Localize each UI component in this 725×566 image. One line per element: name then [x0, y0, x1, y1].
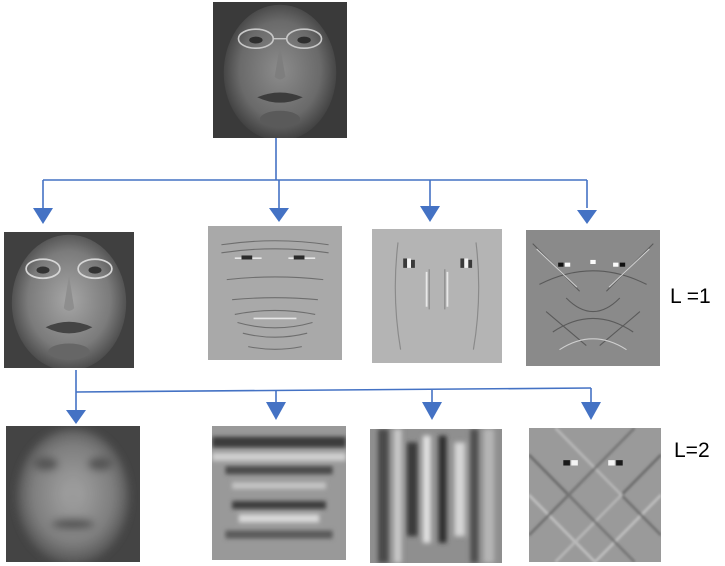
arrowhead-level2-vertical [422, 402, 442, 420]
arrowhead-level2-horizontal [266, 402, 286, 420]
arrowhead-level1-vertical [420, 206, 440, 222]
level2-diagonal-detail-image [529, 428, 661, 562]
level-label-2: L=2 [674, 439, 710, 462]
branch-bar-level2 [75, 387, 592, 393]
original-face-image [213, 2, 347, 138]
level1-diagonal-detail-image [526, 230, 660, 366]
arrowhead-level1-approximation [33, 208, 53, 224]
level1-approximation-image [4, 232, 134, 368]
arrowhead-level1-diagonal [577, 210, 597, 224]
arrowhead-level2-diagonal [581, 402, 601, 420]
level2-horizontal-detail-image [212, 426, 346, 560]
level2-vertical-detail-image [370, 429, 502, 563]
level2-approximation-image [6, 426, 140, 562]
level1-vertical-detail-image [372, 229, 502, 363]
level1-horizontal-detail-image [208, 226, 342, 360]
level-label-1: L =1 [670, 285, 711, 308]
arrowhead-level2-approximation [66, 410, 86, 424]
arrowhead-level1-horizontal [269, 208, 289, 222]
